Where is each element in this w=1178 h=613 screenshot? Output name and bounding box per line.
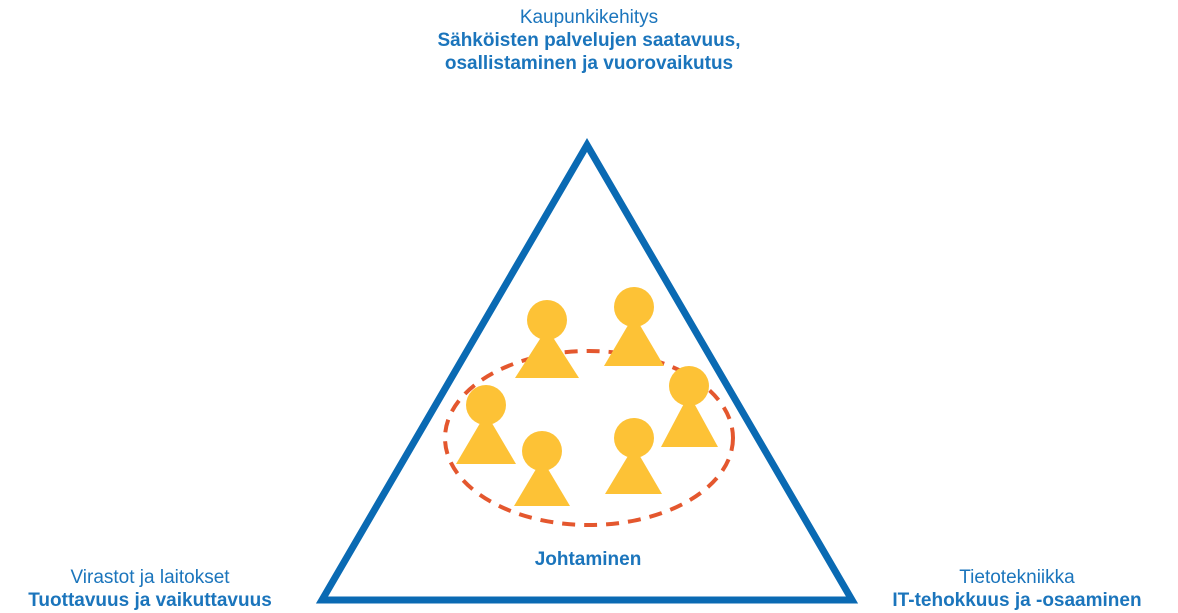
bottom-left-category: Virastot ja laitokset	[70, 567, 230, 588]
top-title: Sähköisten palvelujen saatavuus, osallis…	[437, 29, 741, 74]
person-icon	[604, 287, 664, 366]
top-vertex-label: Kaupunkikehitys Sähköisten palvelujen sa…	[389, 7, 789, 75]
bottom-right-vertex-label: Tietotekniikka IT-tehokkuus ja -osaamine…	[858, 567, 1176, 613]
person-icon	[605, 418, 662, 494]
top-category: Kaupunkikehitys	[519, 7, 659, 28]
dashed-ellipse-icon	[443, 349, 735, 527]
person-icon	[456, 385, 516, 464]
bottom-left-title: Tuottavuus ja vaikuttavuus	[28, 589, 272, 611]
person-icon	[514, 431, 570, 506]
triangle-outline	[315, 138, 859, 604]
bottom-right-category: Tietotekniikka	[959, 567, 1075, 588]
center-label: Johtaminen	[534, 549, 642, 570]
bottom-right-title: IT-tehokkuus ja -osaaminen	[892, 589, 1142, 611]
person-icon	[661, 366, 718, 447]
bottom-left-vertex-label: Virastot ja laitokset Tuottavuus ja vaik…	[0, 567, 300, 613]
person-icon	[515, 300, 579, 378]
